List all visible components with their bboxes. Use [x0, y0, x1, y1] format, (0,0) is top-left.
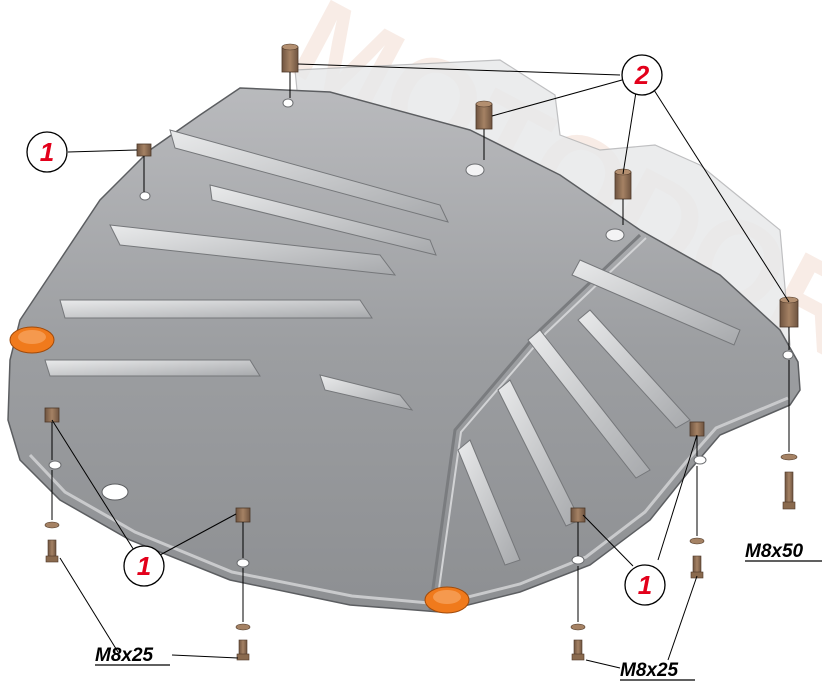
spacer-bushing-icon	[689, 421, 705, 456]
drain-plug-icon	[424, 586, 470, 614]
callout-number: 1	[137, 551, 151, 581]
washer-icon	[44, 521, 60, 529]
callout-1: 1	[123, 545, 165, 587]
spacer-bushing-icon	[44, 407, 60, 460]
bolt-icon	[44, 470, 60, 563]
spacer-bushing-icon	[475, 100, 493, 160]
bolt-size-label-right: M8x50	[745, 541, 822, 562]
spacer-bushing-icon	[779, 296, 799, 350]
washer-icon	[570, 623, 586, 631]
bolt-icon	[235, 568, 251, 661]
bolt-size-text: M8x50	[745, 541, 804, 562]
vent-hole	[101, 483, 129, 501]
callout-number: 2	[634, 60, 650, 90]
leader-lines	[51, 63, 790, 669]
washer-icon	[780, 453, 798, 461]
skid-plate	[7, 87, 801, 613]
washer-icon	[689, 537, 705, 545]
spacer-bushing-icon	[136, 143, 152, 192]
bolt-icon	[780, 360, 798, 510]
spacer-bushing-icon	[281, 43, 299, 98]
bolt-size-label-center: M8x25	[620, 660, 695, 681]
callout-number: 1	[638, 570, 652, 600]
callout-2: 2	[621, 54, 663, 96]
plate-ribs	[44, 129, 741, 566]
callout-1: 1	[624, 564, 666, 606]
bolt-size-text: M8x25	[95, 645, 154, 666]
bolt-icon	[570, 566, 586, 661]
drain-plug-icon	[9, 326, 55, 354]
callout-number: 1	[40, 137, 54, 167]
bolt-size-text: M8x25	[620, 660, 679, 681]
bolt-icon	[689, 466, 705, 579]
washer-icon	[235, 623, 251, 631]
callout-1: 1	[26, 131, 68, 173]
spacer-bushing-icon	[570, 507, 586, 556]
bolt-size-label-left: M8x25	[95, 645, 170, 666]
spacer-bushing-icon	[235, 507, 251, 558]
